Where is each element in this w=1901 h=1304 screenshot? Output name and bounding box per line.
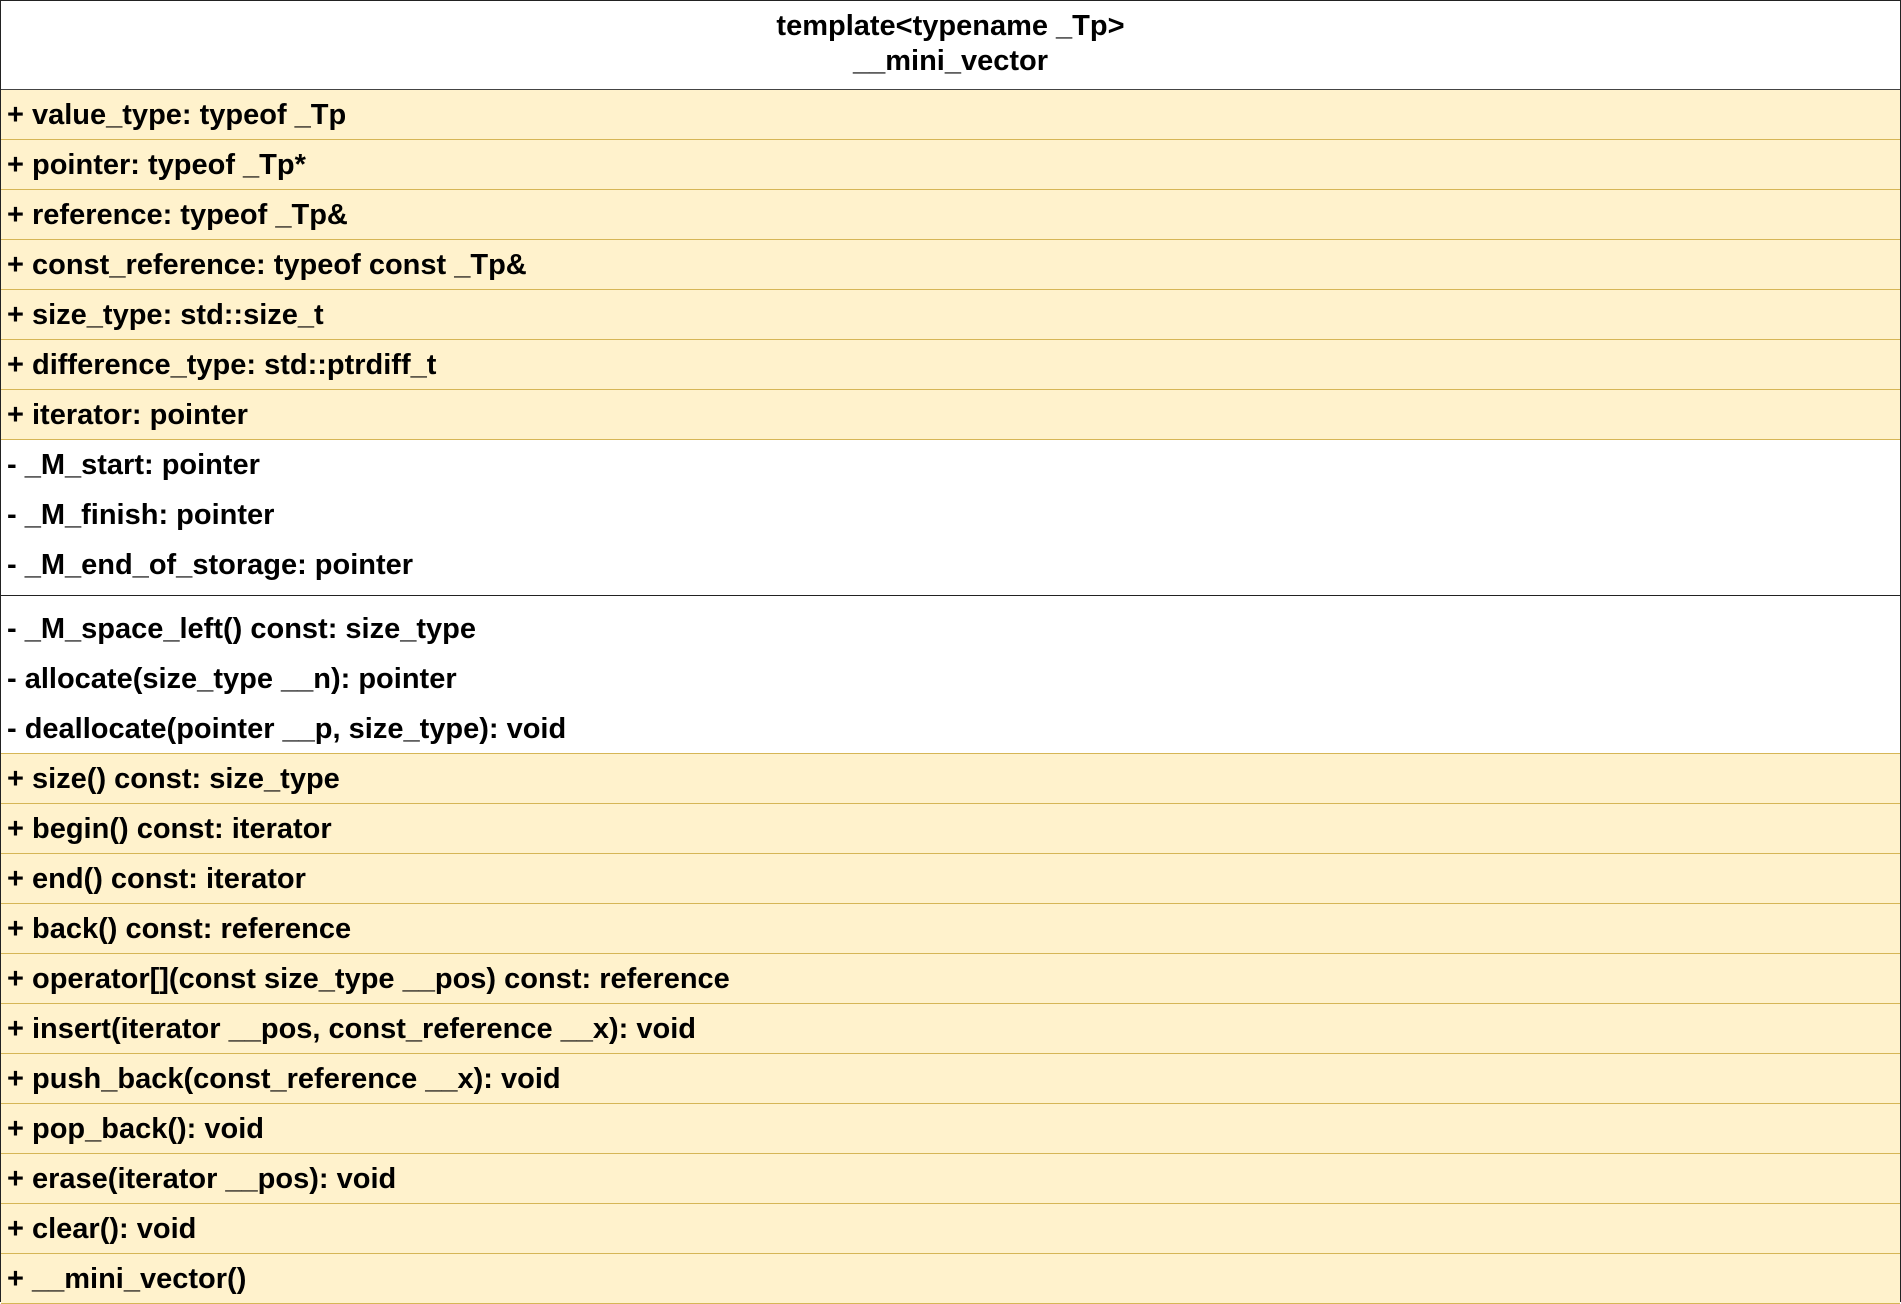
operation-row: + push_back(const_reference __x): void xyxy=(1,1054,1900,1104)
operation-row: - _M_space_left() const: size_type xyxy=(1,604,1900,654)
attribute-row: + pointer: typeof _Tp* xyxy=(1,140,1900,190)
template-declaration: template<typename _Tp> xyxy=(776,10,1125,42)
public-operations-section: + size() const: size_type + begin() cons… xyxy=(1,754,1900,1304)
operation-row: + insert(iterator __pos, const_reference… xyxy=(1,1004,1900,1054)
attribute-row: - _M_finish: pointer xyxy=(1,490,1900,540)
operation-row: - deallocate(pointer __p, size_type): vo… xyxy=(1,704,1900,754)
operation-row: + back() const: reference xyxy=(1,904,1900,954)
operation-row: + operator[](const size_type __pos) cons… xyxy=(1,954,1900,1004)
attribute-row: - _M_start: pointer xyxy=(1,440,1900,490)
attribute-row: + iterator: pointer xyxy=(1,390,1900,440)
public-attributes-section: + value_type: typeof _Tp + pointer: type… xyxy=(1,90,1900,440)
operation-row: - allocate(size_type __n): pointer xyxy=(1,654,1900,704)
private-attributes-section: - _M_start: pointer - _M_finish: pointer… xyxy=(1,440,1900,596)
operation-row: + pop_back(): void xyxy=(1,1104,1900,1154)
attribute-row: + const_reference: typeof const _Tp& xyxy=(1,240,1900,290)
operation-row: + size() const: size_type xyxy=(1,754,1900,804)
private-operations-section: - _M_space_left() const: size_type - all… xyxy=(1,596,1900,754)
operation-row: + begin() const: iterator xyxy=(1,804,1900,854)
attribute-row: + difference_type: std::ptrdiff_t xyxy=(1,340,1900,390)
attribute-row: + size_type: std::size_t xyxy=(1,290,1900,340)
operation-row: + clear(): void xyxy=(1,1204,1900,1254)
class-header: template<typename _Tp> __mini_vector xyxy=(1,1,1900,90)
attribute-row: + reference: typeof _Tp& xyxy=(1,190,1900,240)
attribute-row: - _M_end_of_storage: pointer xyxy=(1,540,1900,590)
operation-row: + __mini_vector() xyxy=(1,1254,1900,1304)
attribute-row: + value_type: typeof _Tp xyxy=(1,90,1900,140)
operation-row: + end() const: iterator xyxy=(1,854,1900,904)
class-name: __mini_vector xyxy=(852,45,1049,77)
operation-row: + erase(iterator __pos): void xyxy=(1,1154,1900,1204)
